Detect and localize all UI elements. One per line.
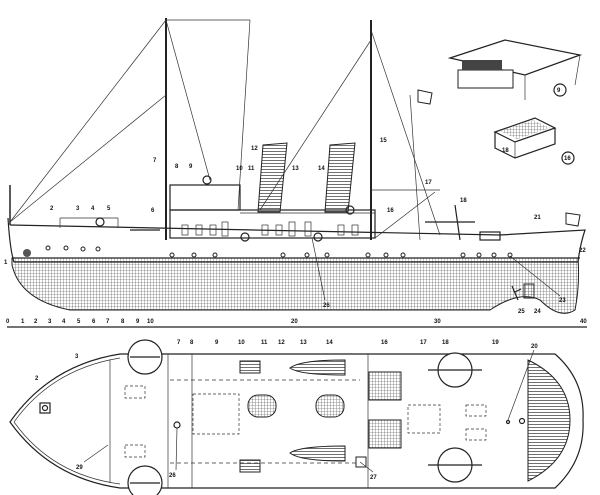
funnel-aft <box>324 142 356 213</box>
anchor-icon <box>23 249 31 257</box>
callout-3: 3 <box>76 206 80 212</box>
plan-callout-29: 29 <box>76 465 83 471</box>
scale-tick-40: 40 <box>580 319 587 325</box>
inset-9-label: 9 <box>557 88 561 94</box>
hull-underwater <box>11 257 580 314</box>
callout-15: 15 <box>380 138 387 144</box>
inset-9: 9 <box>447 39 583 100</box>
scale-tick-5: 5 <box>77 319 81 325</box>
scale-tick-3: 3 <box>48 319 52 325</box>
plan-callout-14: 14 <box>326 340 333 346</box>
funnel-fore-top <box>247 394 277 418</box>
callout-7: 7 <box>153 158 157 164</box>
lifeboat-starboard <box>289 445 346 462</box>
plan-view <box>9 339 584 495</box>
scale-tick-4: 4 <box>62 319 66 325</box>
scale-tick-0: 0 <box>6 319 10 325</box>
callout-13: 13 <box>292 166 299 172</box>
callout-4: 4 <box>91 206 95 212</box>
profile-callouts: 1 2 3 4 5 6 7 8 9 10 11 12 13 14 15 16 1… <box>4 138 586 315</box>
plan-callout-16: 16 <box>381 340 388 346</box>
callout-21: 21 <box>534 215 541 221</box>
callout-2: 2 <box>50 206 54 212</box>
stern-grating <box>527 359 571 482</box>
callout-22: 22 <box>579 248 586 254</box>
callout-11: 11 <box>248 166 255 172</box>
plan-callout-8: 8 <box>190 340 194 346</box>
hatch-grid-2 <box>368 419 402 449</box>
plan-callout-13: 13 <box>300 340 307 346</box>
scale-tick-8: 8 <box>121 319 125 325</box>
funnel-aft-top <box>315 394 345 418</box>
inset-16: 18 16 <box>493 117 575 165</box>
callout-6: 6 <box>151 208 155 214</box>
plan-callout-11: 11 <box>261 340 268 346</box>
hatch-grid-1 <box>368 371 402 401</box>
callout-25: 25 <box>518 309 525 315</box>
plan-callout-2: 2 <box>35 376 39 382</box>
plan-callout-20: 20 <box>531 344 538 350</box>
callout-8: 8 <box>175 164 179 170</box>
scale-tick-30: 30 <box>434 319 441 325</box>
plan-callout-27: 27 <box>370 475 377 481</box>
callout-1: 1 <box>4 260 8 266</box>
plan-callout-12: 12 <box>278 340 285 346</box>
ensign-icon <box>565 212 581 227</box>
plan-callout-17: 17 <box>420 340 427 346</box>
plan-callout-10: 10 <box>238 340 245 346</box>
plan-hull <box>9 353 584 489</box>
callout-14: 14 <box>318 166 325 172</box>
scale-tick-7: 7 <box>106 319 110 325</box>
scale-tick-10: 10 <box>147 319 154 325</box>
callout-16: 16 <box>387 208 394 214</box>
scale-tick-2: 2 <box>34 319 38 325</box>
callout-10: 10 <box>236 166 243 172</box>
side-profile <box>7 18 586 314</box>
plan-callouts: 2 3 7 8 9 10 11 12 13 14 16 17 18 19 20 … <box>35 340 538 481</box>
lifeboat-port <box>289 359 346 376</box>
plan-callout-19: 19 <box>492 340 499 346</box>
callout-12: 12 <box>251 146 258 152</box>
scale-bar: 0 1 2 3 4 5 6 7 8 9 10 20 30 40 <box>6 319 587 328</box>
bridge <box>169 184 241 211</box>
callout-26: 26 <box>323 303 330 309</box>
plan-callout-9: 9 <box>215 340 219 346</box>
scale-tick-6: 6 <box>92 319 96 325</box>
callout-24: 24 <box>534 309 541 315</box>
callout-5: 5 <box>107 206 111 212</box>
callout-17: 17 <box>425 180 432 186</box>
rudder <box>523 283 535 299</box>
inset-16-label: 16 <box>564 156 571 162</box>
scale-tick-9: 9 <box>136 319 140 325</box>
plan-callout-18: 18 <box>442 340 449 346</box>
scale-tick-20: 20 <box>291 319 298 325</box>
flag-icon <box>417 89 433 105</box>
propeller-icon <box>511 285 522 301</box>
lifeboat-davits <box>127 339 482 495</box>
inset-16-part-label: 18 <box>502 148 509 154</box>
plan-callout-3: 3 <box>75 354 79 360</box>
scale-tick-1: 1 <box>21 319 25 325</box>
callout-23: 23 <box>559 298 566 304</box>
callout-18: 18 <box>460 198 467 204</box>
portholes <box>45 245 513 258</box>
plan-callout-7: 7 <box>177 340 181 346</box>
plan-callout-26: 26 <box>169 473 176 479</box>
callout-9: 9 <box>189 164 193 170</box>
funnel-fore <box>257 142 288 213</box>
hull-topsides <box>7 217 586 263</box>
